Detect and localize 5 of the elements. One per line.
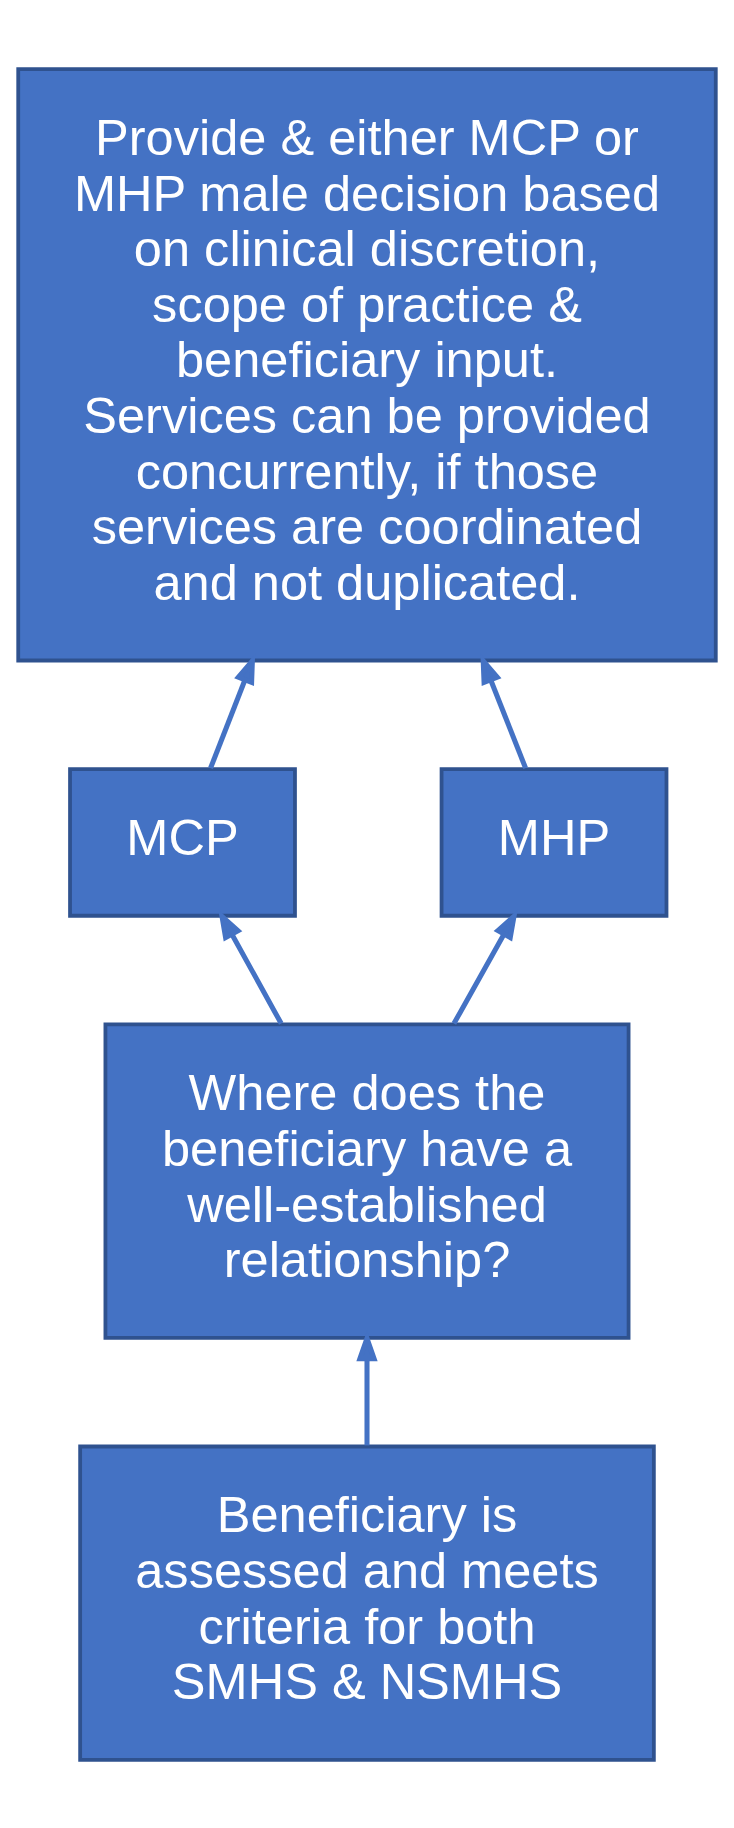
node-box: Provide & either MCP or MHP male decision based on clinical discretion, scope of practice & beneficiary input. Services can be provided concurrently, if those services are coordinated and not duplicated. — [16, 66, 718, 662]
node-box: Where does the beneficiary have a well-established relationship? — [103, 1022, 631, 1340]
node-box: MCP — [68, 766, 297, 918]
node-box: Beneficiary is assessed and meets criteria for both SMHS & NSMHS — [78, 1444, 656, 1762]
node-box: MHP — [439, 766, 669, 918]
